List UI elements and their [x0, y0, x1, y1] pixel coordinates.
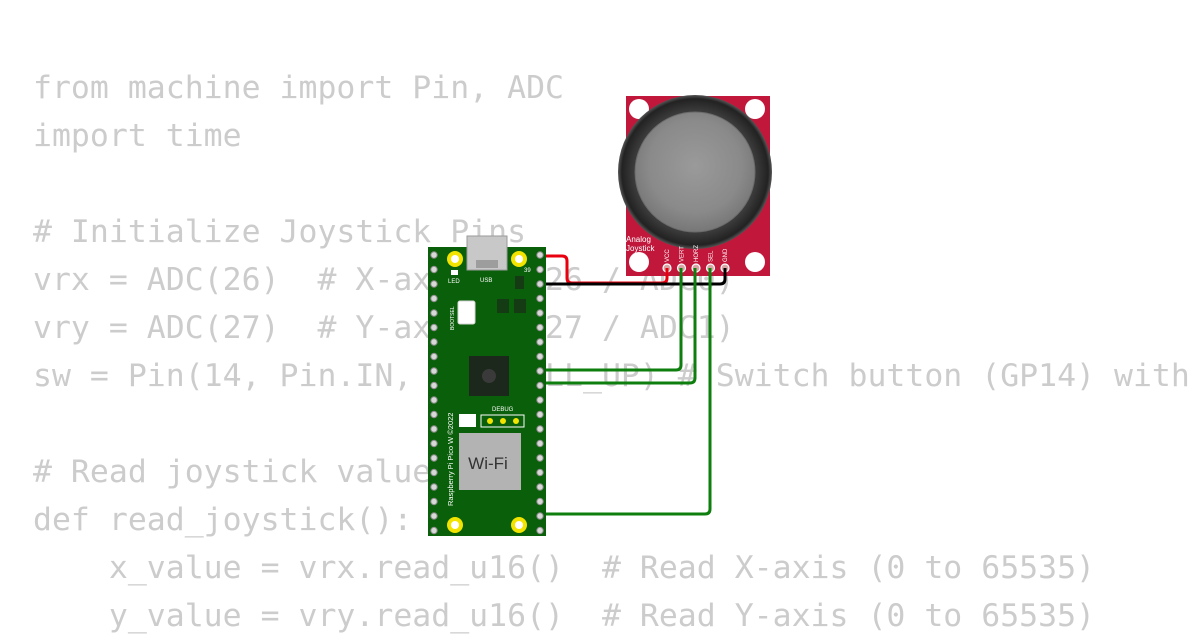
pico-pin: [430, 396, 438, 404]
pico-pin: [536, 367, 544, 375]
pico-pin: [430, 251, 438, 259]
chip-component: [497, 299, 509, 313]
white-pad: [459, 414, 476, 427]
joystick-pin-label: GND: [723, 248, 729, 262]
pico-pin: [430, 483, 438, 491]
raspberry-logo-icon: [482, 369, 496, 383]
pico-pin: [430, 265, 438, 274]
pico-pin: [536, 468, 544, 477]
pico-pin: [430, 468, 438, 477]
debug-pin: [487, 418, 493, 424]
pico-pin: [430, 512, 438, 520]
code-line: y_value = vry.read_u16() # Read Y-axis (…: [33, 598, 1096, 634]
pico-pin: [536, 410, 544, 419]
joystick-module[interactable]: Analog Joystick VCC VERT HORZ SEL GND: [618, 95, 772, 276]
pico-pin: [536, 454, 544, 462]
usb-label: USB: [480, 278, 492, 284]
pico-pin: [536, 280, 544, 288]
joystick-pin-label: VCC: [665, 249, 671, 262]
code-line: def read_joystick():: [33, 502, 413, 538]
wire-sel: [435, 268, 712, 516]
code-line: x_value = vrx.read_u16() # Read X-axis (…: [33, 550, 1096, 586]
pico-pin: [536, 338, 544, 346]
debug-pin: [513, 418, 519, 424]
mount-hole: [515, 255, 523, 263]
wifi-label: Wi-Fi: [468, 454, 508, 473]
pico-pin: [430, 454, 438, 462]
pico-pin: [430, 309, 438, 317]
pico-pin: [536, 483, 544, 491]
pico-pin: [430, 338, 438, 346]
wifi-module: [459, 433, 521, 490]
bootsel-label: BOOTSEL: [450, 306, 456, 330]
joystick-pin-label: VERT: [680, 246, 686, 262]
mount-hole: [745, 99, 765, 119]
debug-pin: [500, 418, 506, 424]
pico-pin: [430, 352, 438, 361]
pico-pin-rows: [430, 251, 544, 535]
pico-pin: [536, 439, 544, 448]
mount-hole: [451, 255, 459, 263]
wire-horz: [535, 268, 697, 385]
pico-pin: [430, 323, 438, 332]
chip-component: [515, 276, 524, 289]
joystick-pin-label: HORZ: [694, 245, 700, 262]
pico-pin: [536, 381, 544, 390]
pico-pin: [430, 526, 438, 535]
led-label: LED: [448, 279, 460, 285]
wire-vert: [535, 268, 683, 372]
debug-label: DEBUG: [492, 407, 514, 413]
code-line: from machine import Pin, ADC: [33, 70, 565, 106]
pico-pin: [536, 309, 544, 317]
wires: [435, 254, 727, 516]
joystick-knob[interactable]: [634, 111, 756, 233]
pico-pin: [536, 352, 544, 361]
pico-pin: [430, 294, 438, 303]
code-line: import time: [33, 118, 242, 154]
pico-pin: [430, 497, 438, 506]
mount-hole: [515, 521, 523, 529]
pico-pin: [430, 280, 438, 288]
usb-port: [476, 260, 498, 268]
joystick-label-line2: Joystick: [626, 244, 655, 253]
pin-number-label: 39: [524, 268, 531, 274]
pico-pin: [430, 439, 438, 448]
chip-component: [514, 299, 526, 313]
wire-vcc: [535, 254, 669, 285]
mount-hole: [629, 252, 649, 272]
pico-pin: [536, 396, 544, 404]
pico-pin: [430, 425, 438, 433]
pico-pin: [430, 367, 438, 375]
model-label: Raspberry Pi Pico W ©2022: [446, 413, 455, 506]
mount-hole: [745, 252, 765, 272]
mount-hole: [451, 521, 459, 529]
pico-pin: [536, 265, 544, 274]
pico-pin: [536, 512, 544, 520]
pico-pin: [536, 425, 544, 433]
pico-pin: [536, 526, 544, 535]
pico-pin: [430, 410, 438, 419]
bootsel-button[interactable]: [457, 300, 476, 325]
pico-pin: [536, 497, 544, 506]
wire-gnd: [535, 268, 727, 286]
pico-pin: [536, 323, 544, 332]
pico-w-board[interactable]: LED USB 39 BOOTSEL DEBUG Wi-Fi Raspberry…: [428, 235, 546, 536]
mount-hole: [629, 99, 649, 119]
pico-pin: [536, 294, 544, 303]
pico-pin: [430, 381, 438, 390]
joystick-label-line1: Analog: [626, 235, 651, 244]
pico-pin: [536, 251, 544, 259]
joystick-pin-label: SEL: [709, 250, 715, 262]
led-indicator: [451, 270, 458, 275]
